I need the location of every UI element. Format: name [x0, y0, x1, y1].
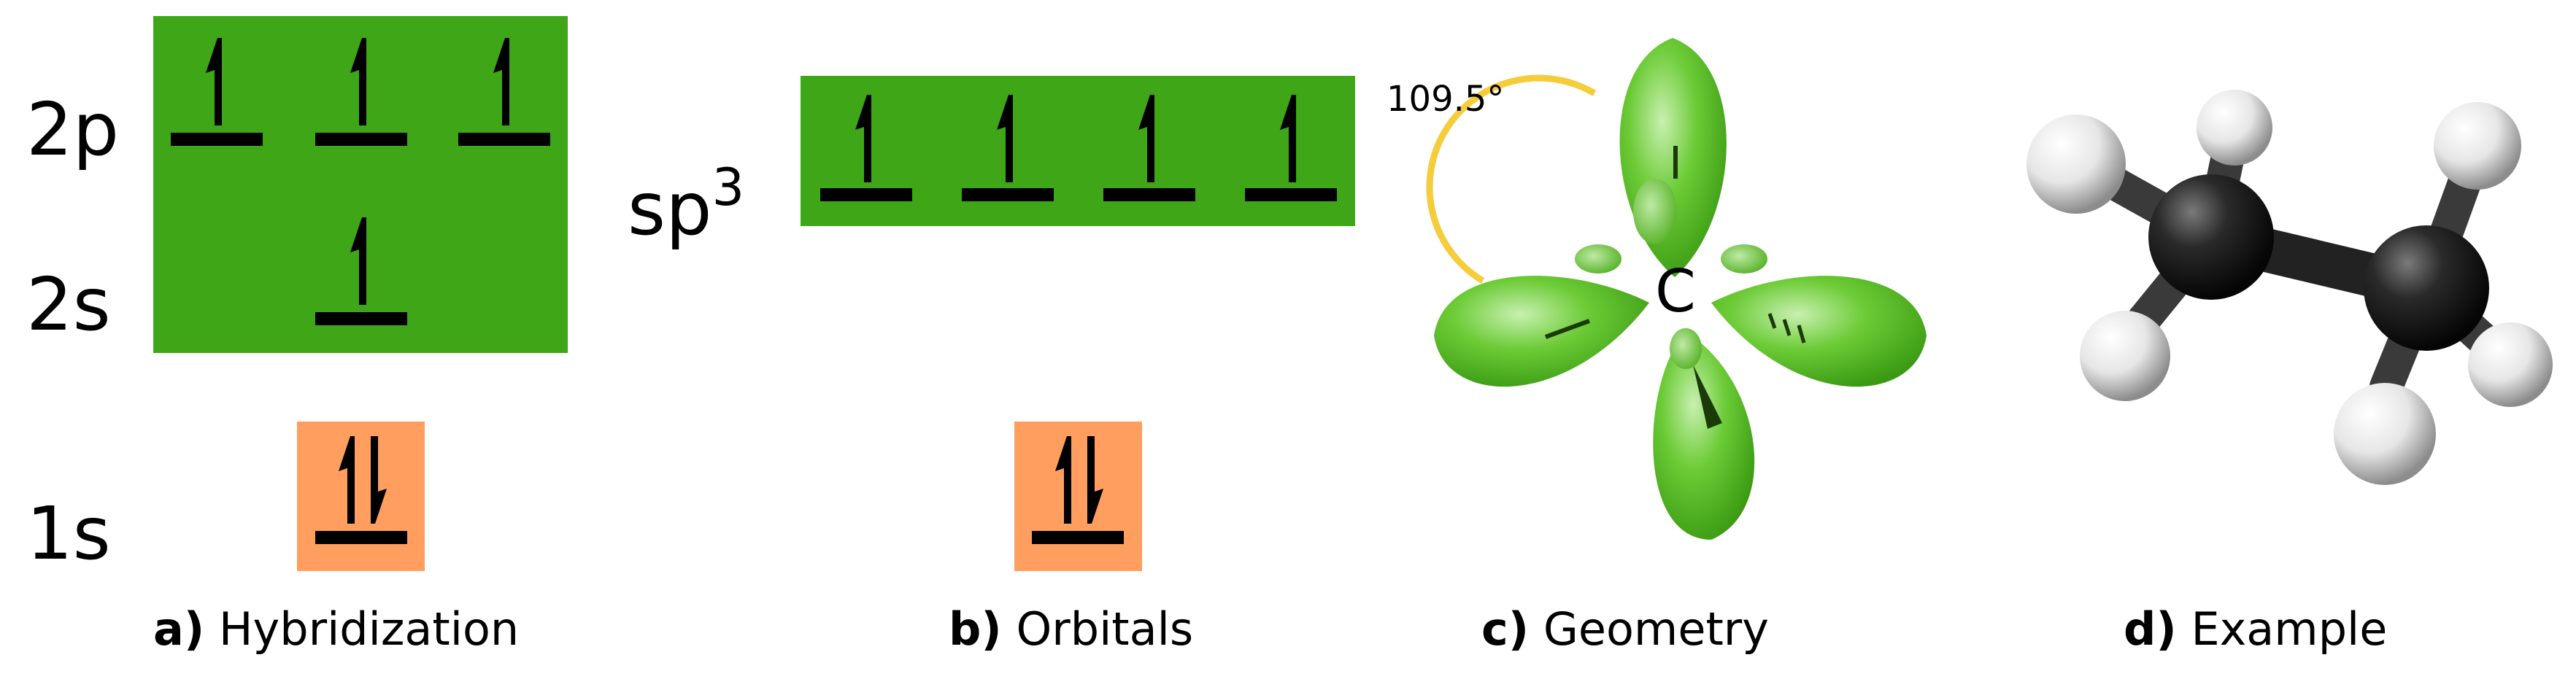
carbon-atom	[2148, 174, 2274, 300]
caption-a-letter: a)	[153, 602, 205, 656]
caption-b-letter: b)	[949, 602, 1002, 656]
hydrogen-atom	[2434, 102, 2521, 190]
orbital-lobe-bottom	[1653, 328, 1755, 540]
orbital-lobe-top	[1619, 38, 1727, 277]
hydrogen-atom	[2080, 311, 2170, 401]
level-label-1s: 1s	[26, 491, 111, 576]
caption-a: a) Hybridization	[153, 607, 519, 652]
caption-d: d) Example	[2124, 607, 2387, 652]
caption-d-text: Example	[2191, 602, 2388, 656]
orbital-1s-a	[315, 436, 407, 544]
orbital-sp3-2	[962, 95, 1054, 201]
orbital-lobe-right	[1711, 244, 1927, 387]
orbital-2p-y	[315, 38, 407, 146]
level-label-2p: 2p	[26, 87, 120, 172]
orbital-sp3-4	[1245, 95, 1337, 201]
core-orbital-box-a	[297, 422, 425, 571]
orbital-sp3-3	[1103, 95, 1195, 201]
bond-angle-arc	[1426, 74, 1597, 284]
caption-b: b) Orbitals	[949, 607, 1193, 652]
hydrogen-atom	[2468, 322, 2553, 407]
caption-c: c) Geometry	[1481, 607, 1769, 652]
caption-a-text: Hybridization	[218, 602, 520, 656]
caption-c-text: Geometry	[1543, 602, 1769, 656]
carbon-atom	[2364, 225, 2489, 351]
ethane-model	[2027, 90, 2553, 485]
hydrogen-atom	[2027, 115, 2126, 214]
orbital-2p-z	[458, 38, 550, 146]
orbital-2p-x	[171, 38, 263, 146]
orbital-1s-b	[1032, 436, 1124, 544]
orbital-sp3-1	[820, 95, 912, 201]
hydrogen-atom	[2334, 383, 2436, 485]
level-label-2s: 2s	[26, 262, 111, 347]
carbon-atom-label: C	[1655, 257, 1696, 325]
caption-c-letter: c)	[1481, 602, 1530, 656]
sp3-superscript: 3	[712, 158, 745, 217]
hydrogen-atom	[2197, 90, 2272, 166]
sp3-base: sp	[628, 166, 712, 252]
bond-angle-label: 109.5°	[1387, 79, 1505, 120]
core-orbital-box-b	[1014, 422, 1142, 571]
caption-b-text: Orbitals	[1016, 602, 1194, 656]
orbital-lobe-left	[1434, 244, 1649, 387]
orbital-2s	[315, 217, 407, 325]
level-label-sp3: sp3	[628, 162, 744, 246]
caption-d-letter: d)	[2124, 602, 2177, 656]
